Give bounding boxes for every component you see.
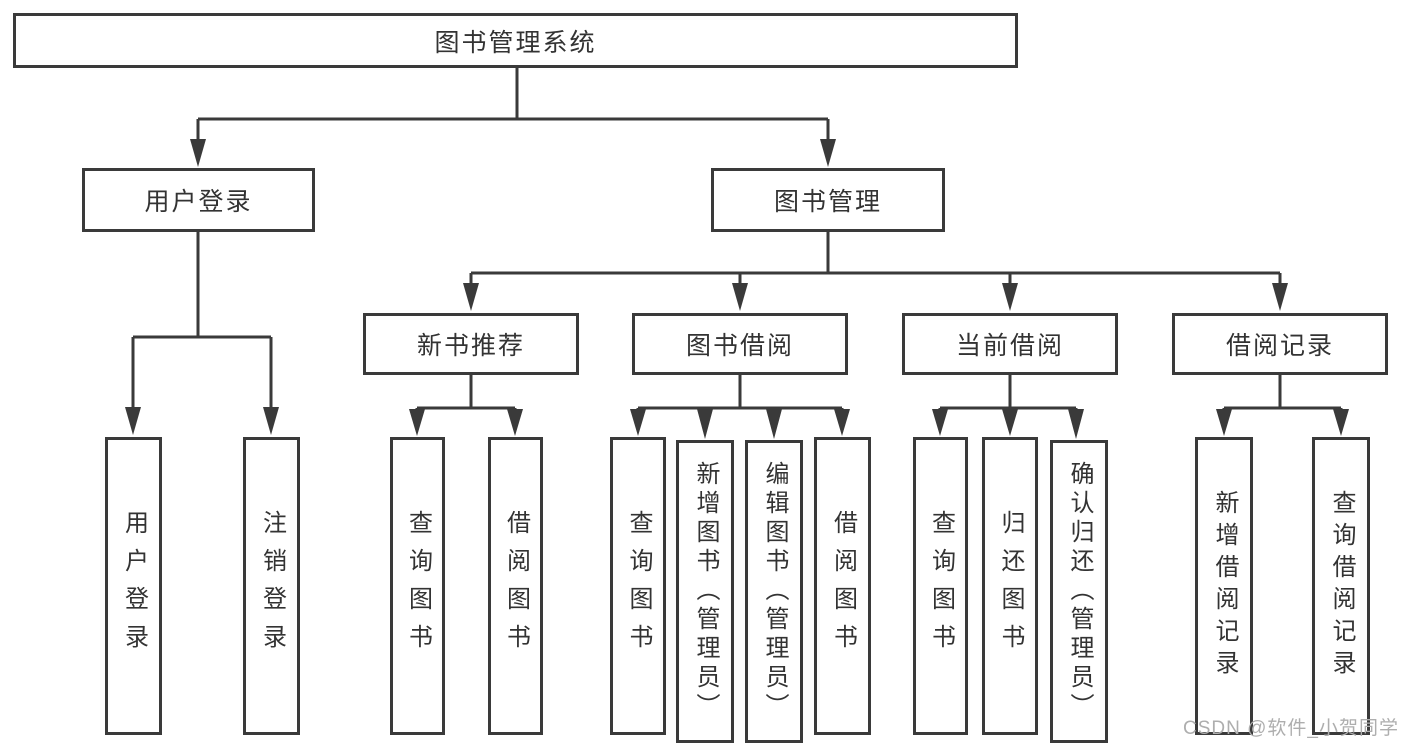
node-borrow-records: 借阅记录 — [1172, 313, 1388, 375]
leaf-return-book-label: 归还图书 — [997, 510, 1024, 662]
node-new-book-recommend-label: 新书推荐 — [416, 332, 525, 360]
node-book-management: 图书管理 — [711, 168, 945, 232]
leaf-query-book-current: 查询图书 — [913, 437, 968, 735]
node-borrow-records-label: 借阅记录 — [1225, 332, 1334, 360]
leaf-borrow-book-recommend: 借阅图书 — [488, 437, 543, 735]
node-current-borrow-label: 当前借阅 — [955, 332, 1064, 360]
leaf-edit-book-admin: 编辑图书（管理员） — [745, 440, 803, 743]
leaf-user-login-label: 用户登录 — [120, 510, 148, 662]
node-new-book-recommend: 新书推荐 — [363, 313, 579, 375]
leaf-query-book-borrow: 查询图书 — [610, 437, 666, 735]
leaf-user-login: 用户登录 — [105, 437, 162, 735]
node-book-management-label: 图书管理 — [773, 188, 882, 216]
leaf-borrow-book-borrow: 借阅图书 — [814, 437, 871, 735]
leaf-logout-label: 注销登录 — [258, 510, 286, 662]
leaf-borrow-book-recommend-label: 借阅图书 — [502, 510, 530, 662]
leaf-query-book-recommend: 查询图书 — [390, 437, 445, 735]
csdn-watermark: CSDN @软件_小贺同学 — [1183, 718, 1399, 739]
leaf-query-book-borrow-label: 查询图书 — [625, 510, 652, 662]
leaf-query-borrow-record: 查询借阅记录 — [1312, 437, 1370, 735]
leaf-add-borrow-record: 新增借阅记录 — [1195, 437, 1253, 735]
leaf-confirm-return-admin: 确认归还（管理员） — [1050, 440, 1108, 743]
leaf-add-book-admin-label: 新增图书（管理员） — [692, 461, 719, 722]
leaf-logout: 注销登录 — [243, 437, 300, 735]
leaf-add-borrow-record-label: 新增借阅记录 — [1211, 490, 1238, 682]
leaf-query-book-recommend-label: 查询图书 — [404, 510, 432, 662]
leaf-add-book-admin: 新增图书（管理员） — [676, 440, 734, 743]
leaf-query-borrow-record-label: 查询借阅记录 — [1328, 490, 1355, 682]
leaf-confirm-return-admin-label: 确认归还（管理员） — [1066, 461, 1093, 722]
leaf-edit-book-admin-label: 编辑图书（管理员） — [761, 461, 788, 722]
node-book-borrow-label: 图书借阅 — [685, 332, 794, 360]
leaf-borrow-book-borrow-label: 借阅图书 — [829, 510, 857, 662]
arrowheads — [125, 139, 1349, 439]
node-book-system-label: 图书管理系统 — [434, 28, 597, 57]
node-current-borrow: 当前借阅 — [902, 313, 1118, 375]
node-user-login: 用户登录 — [82, 168, 315, 232]
leaf-query-book-current-label: 查询图书 — [927, 510, 955, 662]
node-user-login-label: 用户登录 — [144, 188, 253, 216]
node-book-system: 图书管理系统 — [13, 13, 1018, 68]
leaf-return-book: 归还图书 — [982, 437, 1038, 735]
node-book-borrow: 图书借阅 — [632, 313, 848, 375]
